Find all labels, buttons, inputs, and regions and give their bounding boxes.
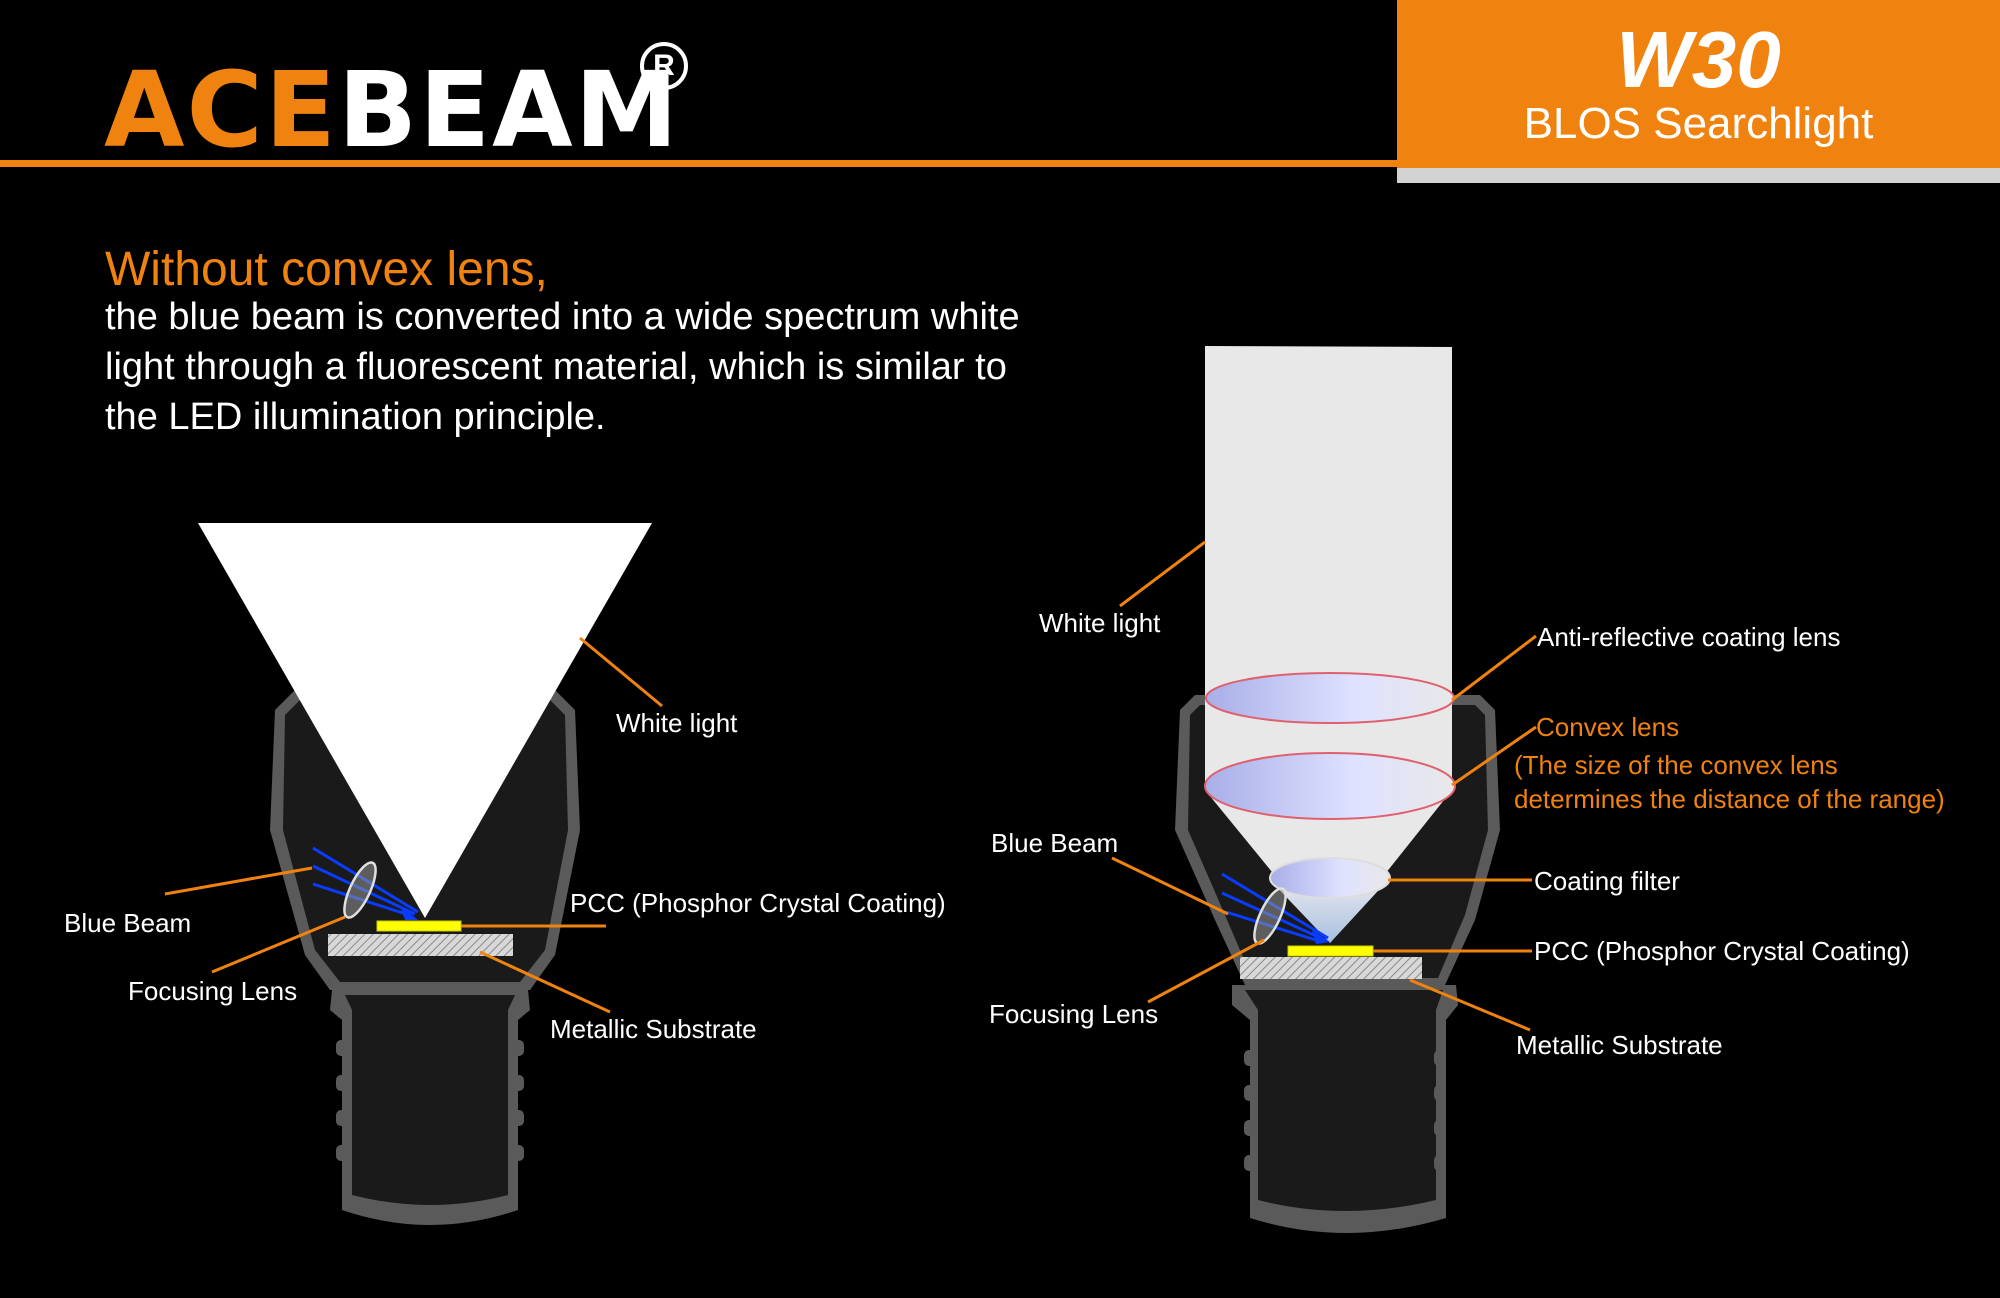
intro-line: light through a fluorescent material, wh…: [105, 346, 1007, 388]
left-focusing-lens-icon: [343, 861, 377, 919]
convex-lens-icon: [1204, 752, 1456, 820]
model-name: W30: [1616, 15, 1781, 104]
white-light-beam: [198, 523, 652, 918]
acebeam-logo: ACEBEAM: [104, 58, 680, 162]
right-label-focusing-lens: Focusing Lens: [989, 999, 1159, 1029]
right-label-metallic-substrate: Metallic Substrate: [1516, 1030, 1723, 1060]
left-label-pcc: PCC (Phosphor Crystal Coating): [570, 888, 946, 918]
left-label-white-light: White light: [616, 708, 738, 738]
left-pcc-icon: [376, 920, 462, 932]
right-label-white-light: White light: [1039, 608, 1161, 638]
right-label-blue-beam: Blue Beam: [991, 828, 1119, 858]
right-label-anti-reflective: Anti-reflective coating lens: [1537, 622, 1841, 652]
intro-body: the blue beam is converted into a wide s…: [105, 292, 1105, 442]
coating-filter-icon: [1269, 857, 1391, 899]
right-label-convex-lens: Convex lens: [1536, 712, 1680, 742]
left-flashlight: [164, 523, 663, 1225]
right-label-coating-filter: Coating filter: [1534, 866, 1680, 896]
model-badge: [1397, 0, 2000, 168]
left-label-focusing-lens: Focusing Lens: [128, 976, 298, 1006]
anti-reflective-lens-icon: [1205, 672, 1455, 724]
intro-line: the blue beam is converted into a wide s…: [105, 296, 1020, 338]
right-label-convex-note-2: determines the distance of the range): [1514, 784, 1945, 814]
product-subtitle: BLOS Searchlight: [1523, 99, 1874, 148]
intro-line: the LED illumination principle.: [105, 396, 606, 438]
right-pcc-icon: [1287, 945, 1374, 957]
right-label-pcc: PCC (Phosphor Crystal Coating): [1534, 936, 1910, 966]
right-substrate-icon: [1240, 957, 1422, 979]
registered-mark-icon: R: [640, 42, 688, 90]
header-rule: [0, 160, 1397, 167]
left-substrate-icon: [328, 934, 513, 956]
left-label-blue-beam: Blue Beam: [64, 908, 192, 938]
intro-heading: Without convex lens,: [105, 243, 548, 296]
model-badge-strip: [1397, 168, 2000, 183]
left-label-metallic-substrate: Metallic Substrate: [550, 1014, 757, 1044]
logo-beam: BEAM: [337, 49, 681, 171]
logo-ace: ACE: [104, 49, 338, 171]
right-flashlight: [1111, 346, 1537, 1233]
right-label-convex-note-1: (The size of the convex lens: [1514, 750, 1838, 780]
